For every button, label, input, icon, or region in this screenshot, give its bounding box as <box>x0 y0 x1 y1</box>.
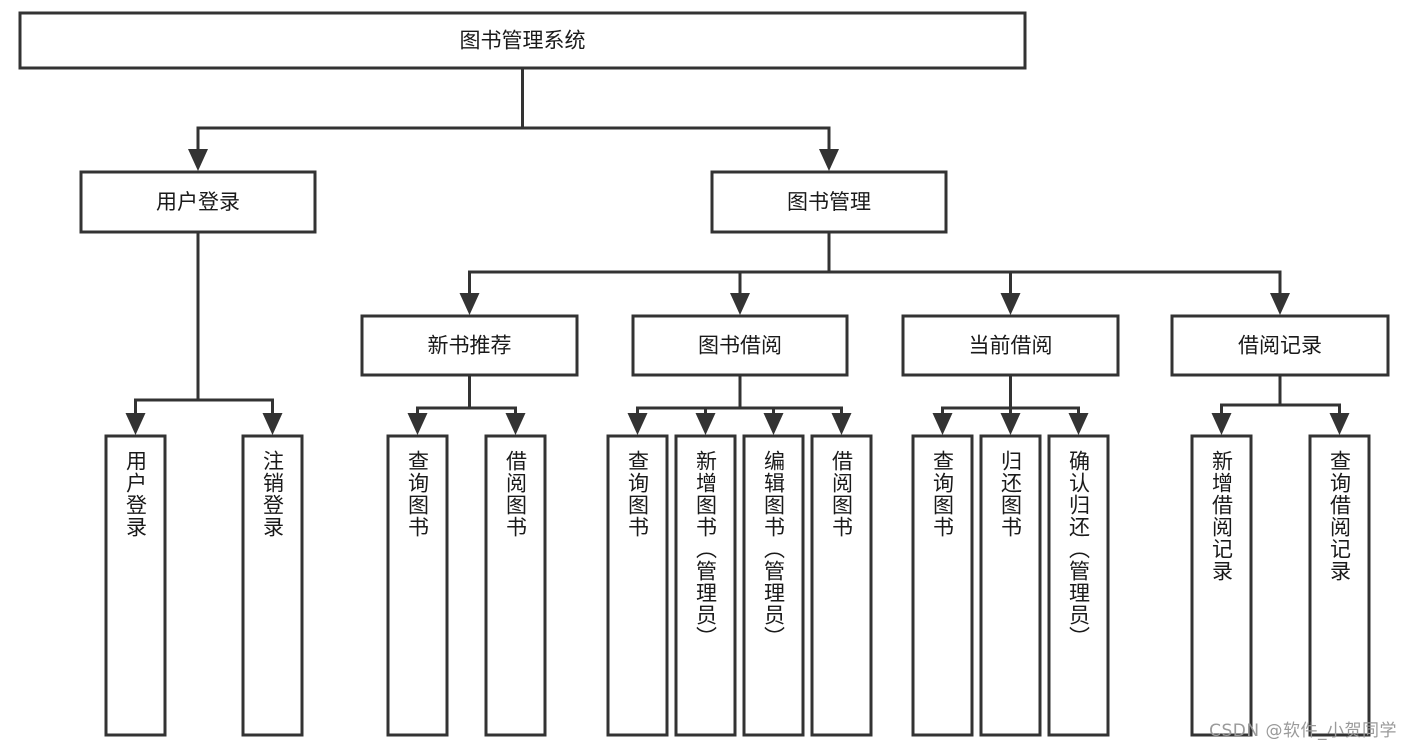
node-l-borrow-book-2-box[interactable] <box>810 434 873 737</box>
node-n-book-borrow-label: 图书借阅 <box>698 334 782 358</box>
node-n-user-login-box[interactable] <box>79 170 317 234</box>
node-n-new-book-rec-label: 新书推荐 <box>428 334 512 358</box>
arrow-head-icon <box>1211 413 1232 435</box>
node-l-confirm-return-box[interactable] <box>1047 434 1110 737</box>
node-n-user-login-label: 用户登录 <box>156 190 240 214</box>
node-n-new-book-rec-box[interactable] <box>360 314 579 377</box>
arrow-head-icon <box>1000 413 1021 435</box>
node-n-borrow-record-box[interactable] <box>1170 314 1390 377</box>
arrow-head-icon <box>1329 413 1350 435</box>
boxes-layer <box>18 11 1390 737</box>
node-n-book-manage-label: 图书管理 <box>787 190 871 214</box>
watermark: CSDN @软件_小贺同学 <box>1209 721 1397 741</box>
arrow-head-icon <box>730 293 750 315</box>
node-n-current-borrow-box[interactable] <box>901 314 1120 377</box>
node-l-query-record-box[interactable] <box>1308 434 1371 737</box>
arrow-head-icon <box>262 413 283 435</box>
node-l-user-login-box[interactable] <box>104 434 167 737</box>
arrow-head-icon <box>407 413 428 435</box>
arrow-head-icon <box>188 149 208 171</box>
node-l-edit-book-box[interactable] <box>742 434 805 737</box>
node-n-book-manage-box[interactable] <box>710 170 948 234</box>
arrow-head-icon <box>819 149 839 171</box>
arrow-head-icon <box>831 413 852 435</box>
node-l-query-book-2-box[interactable] <box>606 434 669 737</box>
arrow-head-icon <box>627 413 648 435</box>
arrow-head-icon <box>1068 413 1089 435</box>
node-n-book-borrow-box[interactable] <box>631 314 849 377</box>
node-l-logout-box[interactable] <box>241 434 304 737</box>
arrow-head-icon <box>125 413 146 435</box>
node-root-label: 图书管理系统 <box>460 29 586 53</box>
node-l-return-book-box[interactable] <box>979 434 1042 737</box>
node-l-query-book-1-box[interactable] <box>386 434 449 737</box>
node-l-borrow-book-1-box[interactable] <box>484 434 547 737</box>
arrow-head-icon <box>505 413 526 435</box>
arrow-head-icon <box>1270 293 1290 315</box>
arrow-head-icon <box>932 413 953 435</box>
arrow-head-icon <box>763 413 784 435</box>
edges-layer <box>125 66 1350 435</box>
node-n-borrow-record-label: 借阅记录 <box>1238 334 1322 358</box>
node-l-add-book-box[interactable] <box>674 434 737 737</box>
arrow-head-icon <box>1000 293 1021 315</box>
node-l-add-record-box[interactable] <box>1190 434 1253 737</box>
arrow-head-icon <box>695 413 716 435</box>
node-n-current-borrow-label: 当前借阅 <box>969 334 1053 358</box>
node-root-box[interactable] <box>18 11 1027 70</box>
arrow-head-icon <box>459 293 480 315</box>
node-l-query-book-3-box[interactable] <box>911 434 974 737</box>
